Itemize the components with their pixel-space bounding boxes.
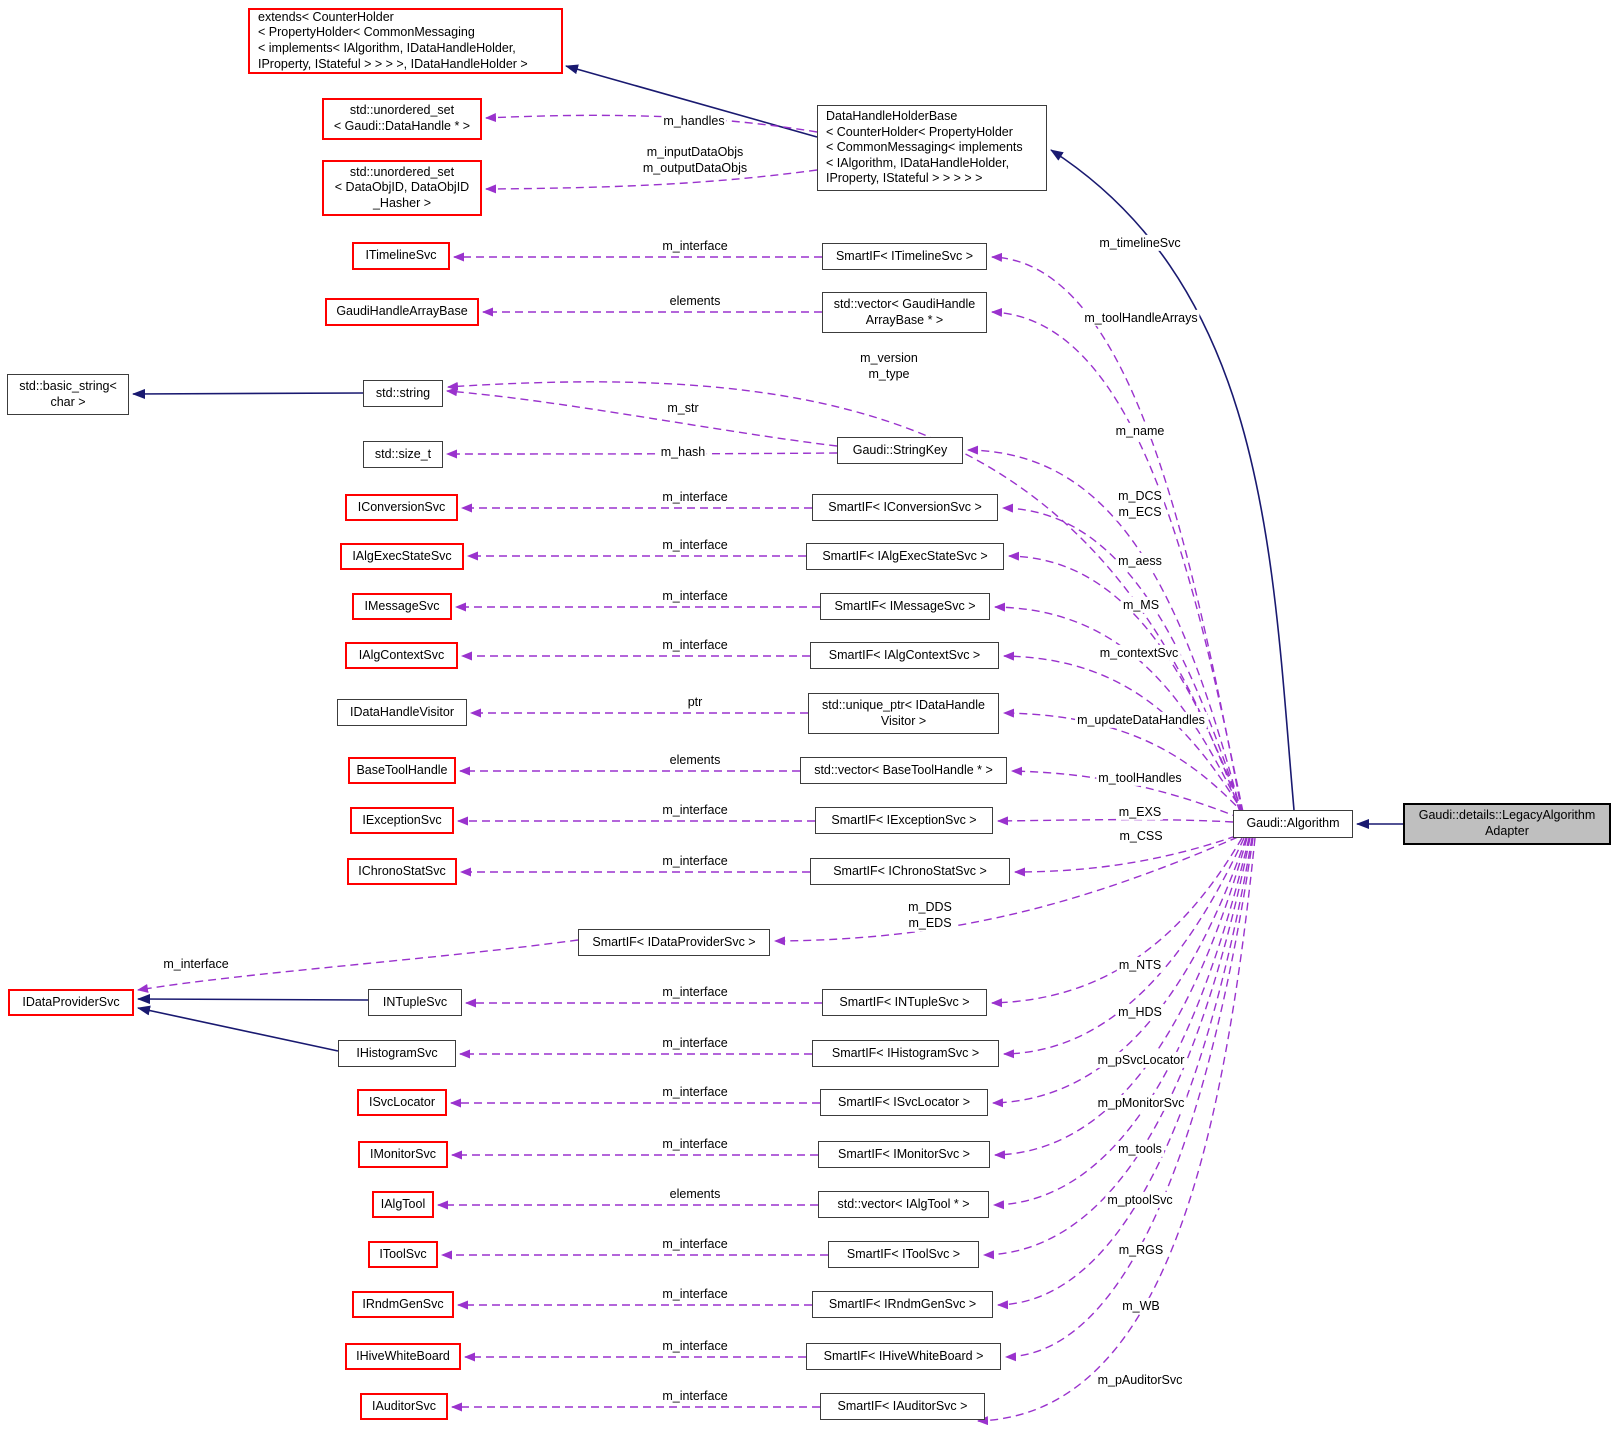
node-ialgcontextsvc[interactable]: IAlgContextSvc <box>345 642 458 669</box>
edge-label-m-interface: m_interface <box>660 983 730 1001</box>
edge-label-elements: elements <box>667 292 723 310</box>
edge-label-m-interface: m_interface <box>660 587 730 605</box>
node-basetoolhandle[interactable]: BaseToolHandle <box>348 757 456 784</box>
node-smartif-irndmgensvc[interactable]: SmartIF< IRndmGenSvc > <box>812 1291 993 1318</box>
node-smartif-imessagesvc[interactable]: SmartIF< IMessageSvc > <box>820 593 990 620</box>
edge-label-m-str: m_str <box>665 399 701 417</box>
node-ialgexecstatesvc[interactable]: IAlgExecStateSvc <box>340 543 464 570</box>
edge-label-m-ms: m_MS <box>1120 596 1162 614</box>
node-smartif-iexceptionsvc[interactable]: SmartIF< IExceptionSvc > <box>815 807 993 834</box>
edge-label-m-interface: m_interface <box>660 536 730 554</box>
edge-label-m-ptoolsvc: m_ptoolSvc <box>1105 1191 1175 1209</box>
edge-label-m-interface: m_interface <box>660 1285 730 1303</box>
edge-label-m-version-m-type: m_version m_type <box>858 349 920 383</box>
node-ialgtool[interactable]: IAlgTool <box>372 1191 434 1218</box>
edge-label-m-pauditorsvc: m_pAuditorSvc <box>1095 1371 1185 1389</box>
node-unique-ptr-idatahandlevisitor[interactable]: std::unique_ptr< IDataHandle Visitor > <box>808 693 999 734</box>
node-itimelinesvc[interactable]: ITimelineSvc <box>352 242 450 270</box>
edge-label-m-wb: m_WB <box>1120 1297 1162 1315</box>
node-smartif-intuplesvc[interactable]: SmartIF< INTupleSvc > <box>822 989 987 1016</box>
edge-label-m-updatedatahandles: m_updateDataHandles <box>1075 711 1207 729</box>
node-vector-ialgtool[interactable]: std::vector< IAlgTool * > <box>818 1191 989 1218</box>
edge-label-m-handles: m_handles <box>661 112 727 130</box>
node-unordered-set-datahandle[interactable]: std::unordered_set < Gaudi::DataHandle *… <box>322 98 482 140</box>
node-iauditorsvc[interactable]: IAuditorSvc <box>360 1393 448 1420</box>
node-gaudihandlearraybase[interactable]: GaudiHandleArrayBase <box>325 298 479 326</box>
node-ihistogramsvc[interactable]: IHistogramSvc <box>338 1040 456 1067</box>
node-smartif-imonitorsvc[interactable]: SmartIF< IMonitorSvc > <box>818 1141 990 1168</box>
edge-label-m-interface: m_interface <box>660 1387 730 1405</box>
edge-label-m-psvclocator: m_pSvcLocator <box>1095 1051 1187 1069</box>
node-ichronostatsvc[interactable]: IChronoStatSvc <box>347 858 457 885</box>
node-extends-counterholder[interactable]: extends< CounterHolder < PropertyHolder<… <box>248 8 563 74</box>
node-idatahandlevisitor[interactable]: IDataHandleVisitor <box>337 699 467 726</box>
node-stringkey[interactable]: Gaudi::StringKey <box>837 437 963 464</box>
edge-label-m-interface: m_interface <box>161 955 231 973</box>
node-idataprovidersvc[interactable]: IDataProviderSvc <box>8 989 134 1016</box>
edge-label-elements: elements <box>667 751 723 769</box>
node-smartif-ihistogramsvc[interactable]: SmartIF< IHistogramSvc > <box>812 1040 999 1067</box>
node-legacy-algorithm-adapter: Gaudi::details::LegacyAlgorithm Adapter <box>1403 803 1611 845</box>
node-unordered-set-dataobjid[interactable]: std::unordered_set < DataObjID, DataObjI… <box>322 160 482 216</box>
edge-label-m-nts: m_NTS <box>1116 956 1164 974</box>
node-irndmgensvc[interactable]: IRndmGenSvc <box>352 1291 454 1318</box>
edge-label-m-inputdataobjs: m_inputDataObjs m_outputDataObjs <box>640 143 750 177</box>
edge-label-m-css: m_CSS <box>1117 827 1165 845</box>
node-smartif-ialgcontextsvc[interactable]: SmartIF< IAlgContextSvc > <box>810 642 999 669</box>
node-smartif-idataprovidersvc[interactable]: SmartIF< IDataProviderSvc > <box>578 929 770 956</box>
edge-label-ptr: ptr <box>685 693 705 711</box>
edge-label-elements: elements <box>667 1185 723 1203</box>
edge-label-m-contextsvc: m_contextSvc <box>1097 644 1181 662</box>
edge-label-m-dds-m-eds: m_DDS m_EDS <box>906 898 954 932</box>
node-smartif-itoolsvc[interactable]: SmartIF< IToolSvc > <box>828 1241 979 1268</box>
node-smartif-itimelinesvc[interactable]: SmartIF< ITimelineSvc > <box>822 243 987 270</box>
edge-label-m-hash: m_hash <box>658 443 708 461</box>
edge-label-m-interface: m_interface <box>660 636 730 654</box>
edge-label-m-interface: m_interface <box>660 852 730 870</box>
node-datahandleholderbase[interactable]: DataHandleHolderBase < CounterHolder< Pr… <box>817 105 1047 191</box>
edge-label-m-toolhandles: m_toolHandles <box>1096 769 1184 787</box>
node-imessagesvc[interactable]: IMessageSvc <box>352 593 452 620</box>
edge-label-m-interface: m_interface <box>660 1337 730 1355</box>
node-ihivewhiteboard[interactable]: IHiveWhiteBoard <box>345 1343 461 1370</box>
edge-label-m-interface: m_interface <box>660 1135 730 1153</box>
node-vector-gaudihandlearraybase[interactable]: std::vector< GaudiHandle ArrayBase * > <box>822 292 987 333</box>
node-vector-basetoolhandle[interactable]: std::vector< BaseToolHandle * > <box>800 757 1007 784</box>
node-smartif-ialgexecstatesvc[interactable]: SmartIF< IAlgExecStateSvc > <box>806 543 1004 570</box>
node-isvclocator[interactable]: ISvcLocator <box>357 1089 447 1116</box>
node-iexceptionsvc[interactable]: IExceptionSvc <box>350 807 454 834</box>
node-imonitorsvc[interactable]: IMonitorSvc <box>358 1141 448 1168</box>
node-smartif-ihivewhiteboard[interactable]: SmartIF< IHiveWhiteBoard > <box>806 1343 1001 1370</box>
edge-label-m-interface: m_interface <box>660 488 730 506</box>
edge-label-m-pmonitorsvc: m_pMonitorSvc <box>1095 1094 1187 1112</box>
node-itoolsvc[interactable]: IToolSvc <box>368 1241 438 1268</box>
edge-label-m-dcs-m-ecs: m_DCS m_ECS <box>1116 487 1164 521</box>
edge-label-m-toolhandlearrays: m_toolHandleArrays <box>1082 309 1200 327</box>
node-std-size-t[interactable]: std::size_t <box>363 441 443 468</box>
node-smartif-iconversionsvc[interactable]: SmartIF< IConversionSvc > <box>812 494 998 521</box>
edge-label-m-timelinesvc: m_timelineSvc <box>1097 234 1183 252</box>
edge-label-m-aess: m_aess <box>1116 552 1164 570</box>
edge-label-m-interface: m_interface <box>660 801 730 819</box>
edge-label-m-interface: m_interface <box>660 1083 730 1101</box>
node-gaudi-algorithm[interactable]: Gaudi::Algorithm <box>1233 810 1353 838</box>
node-basic-string[interactable]: std::basic_string< char > <box>7 374 129 415</box>
edge-label-m-hds: m_HDS <box>1116 1003 1164 1021</box>
edge-label-m-interface: m_interface <box>660 1034 730 1052</box>
node-smartif-iauditorsvc[interactable]: SmartIF< IAuditorSvc > <box>820 1393 985 1420</box>
node-std-string[interactable]: std::string <box>363 380 443 407</box>
node-smartif-isvclocator[interactable]: SmartIF< ISvcLocator > <box>820 1089 988 1116</box>
edge-label-m-interface: m_interface <box>660 1235 730 1253</box>
edge-label-m-interface: m_interface <box>660 237 730 255</box>
edge-label-m-name: m_name <box>1113 422 1167 440</box>
edge-label-m-tools: m_tools <box>1116 1140 1164 1158</box>
node-smartif-ichronostatsvc[interactable]: SmartIF< IChronoStatSvc > <box>810 858 1010 885</box>
node-iconversionsvc[interactable]: IConversionSvc <box>345 494 458 521</box>
edge-label-m-exs: m_EXS <box>1116 803 1164 821</box>
node-intuplesvc[interactable]: INTupleSvc <box>368 989 462 1016</box>
edge-label-m-rgs: m_RGS <box>1116 1241 1166 1259</box>
